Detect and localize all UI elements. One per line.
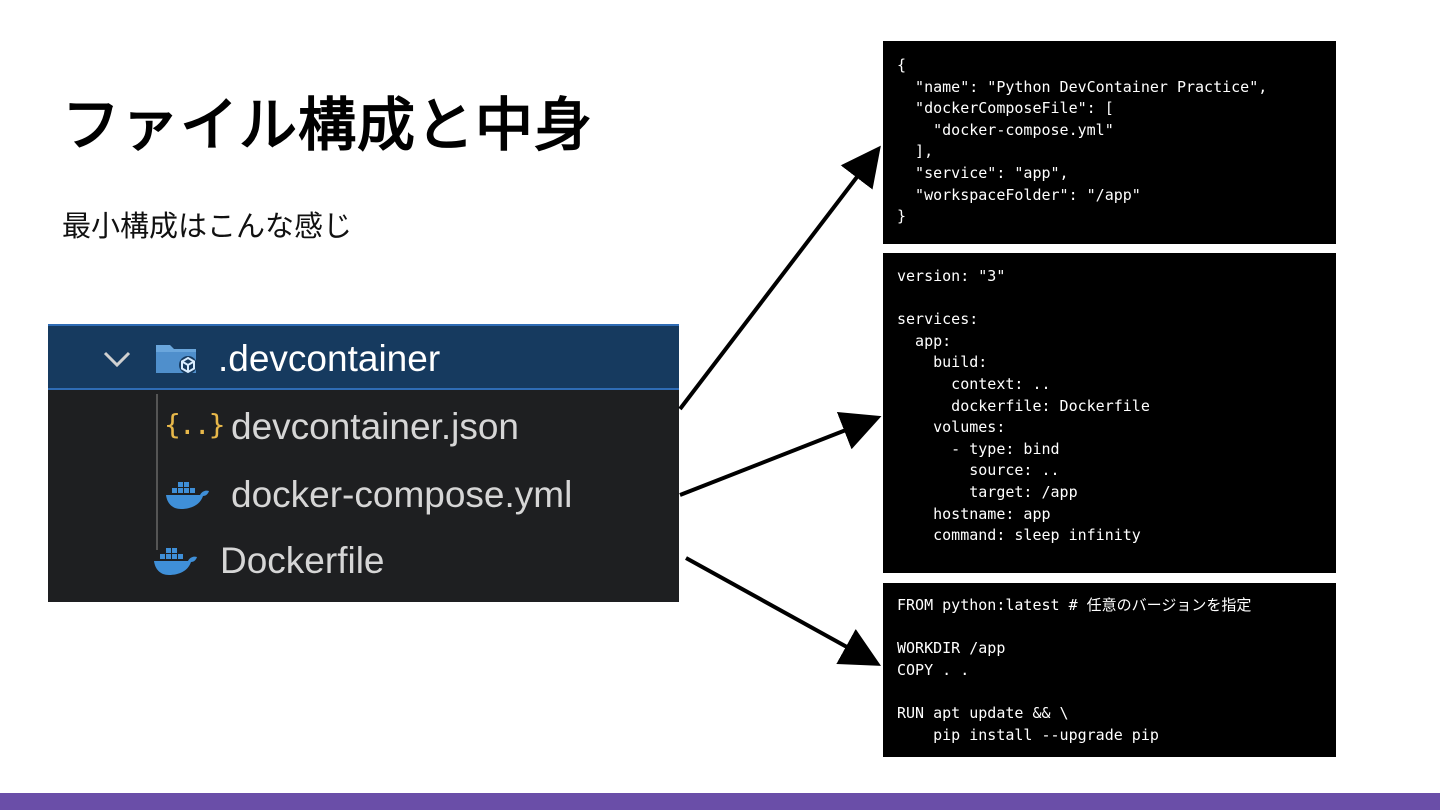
docker-whale-icon bbox=[166, 482, 209, 509]
folder-row-devcontainer[interactable]: .devcontainer bbox=[48, 324, 679, 390]
file-row-dockerfile[interactable]: Dockerfile bbox=[48, 528, 679, 594]
bottom-accent-bar bbox=[0, 793, 1440, 810]
file-label: Dockerfile bbox=[220, 540, 385, 581]
docker-whale-icon bbox=[154, 548, 197, 575]
folder-docker-icon bbox=[156, 345, 197, 374]
file-label: devcontainer.json bbox=[231, 406, 519, 447]
arrow-to-docker-compose-yml bbox=[679, 412, 882, 497]
file-row-devcontainer-json[interactable]: {..} devcontainer.json bbox=[48, 394, 679, 460]
file-explorer: .devcontainer {..} devcontainer.json doc… bbox=[48, 324, 679, 602]
slide-subtitle: 最小構成はこんな感じ bbox=[62, 209, 353, 243]
code-block-dockerfile: FROM python:latest # 任意のバージョンを指定 WORKDIR… bbox=[883, 583, 1336, 757]
slide-title: ファイル構成と中身 bbox=[62, 91, 594, 159]
json-braces-icon: {..} bbox=[164, 408, 225, 441]
file-row-docker-compose-yml[interactable]: docker-compose.yml bbox=[48, 462, 679, 528]
folder-label: .devcontainer bbox=[218, 338, 441, 379]
indent-guide bbox=[156, 394, 158, 550]
code-block-devcontainer-json: { "name": "Python DevContainer Practice"… bbox=[883, 41, 1336, 244]
chevron-down-icon[interactable] bbox=[102, 349, 132, 369]
arrow-to-dockerfile bbox=[685, 556, 882, 666]
arrow-to-devcontainer-json bbox=[678, 145, 881, 411]
code-block-docker-compose-yml: version: "3" services: app: build: conte… bbox=[883, 253, 1336, 573]
file-label: docker-compose.yml bbox=[231, 474, 573, 515]
